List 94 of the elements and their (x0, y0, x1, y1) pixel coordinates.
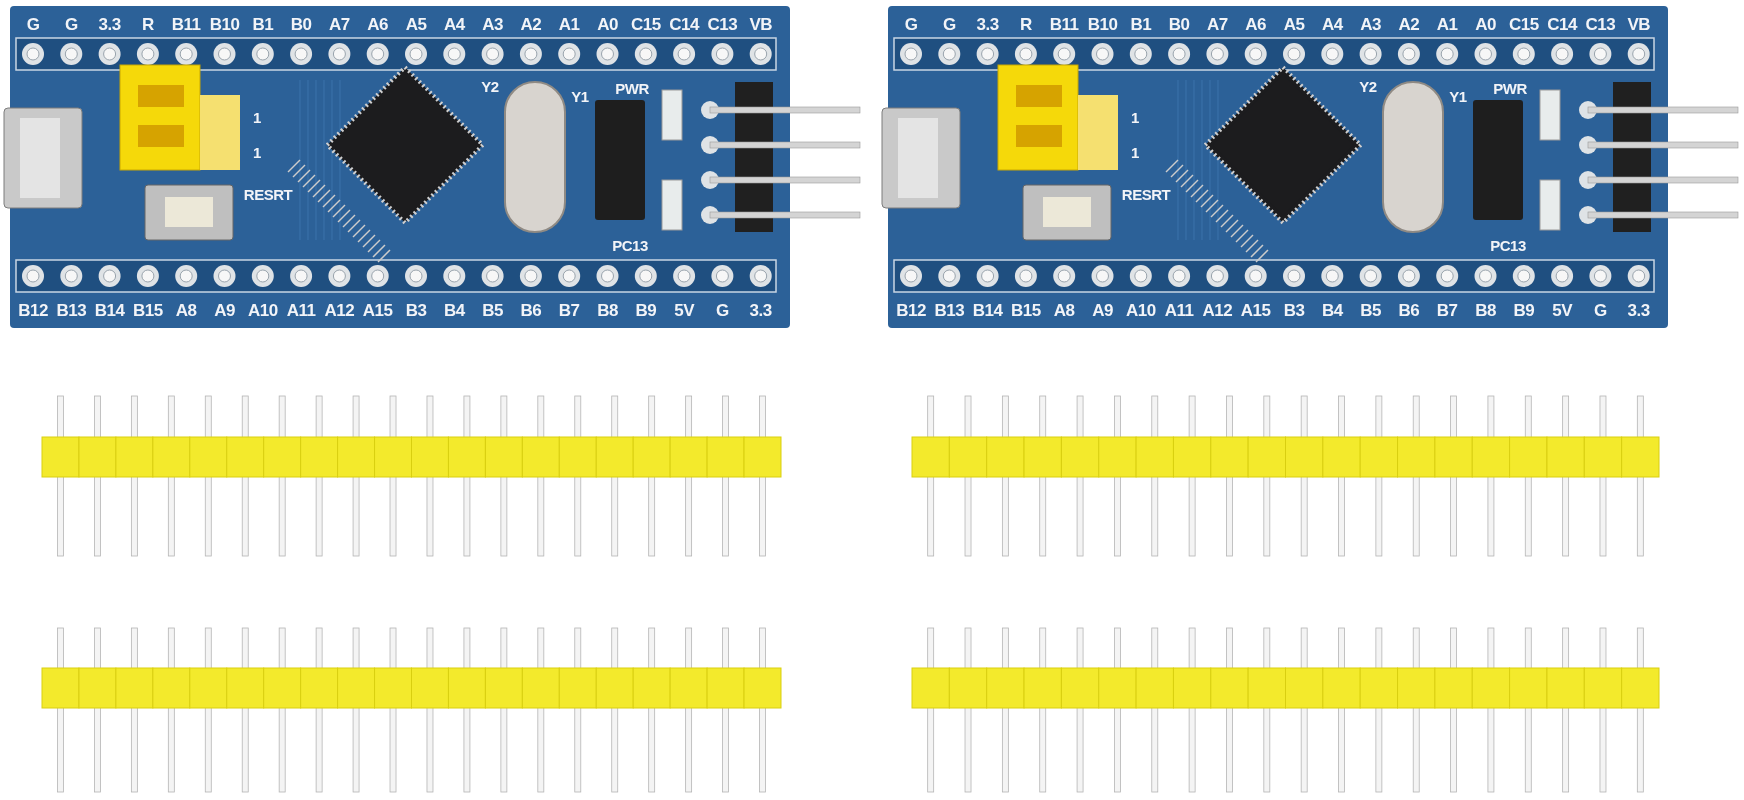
pin-label: A2 (520, 16, 542, 34)
pin-label: B7 (1436, 302, 1458, 320)
pin-label: G (1594, 302, 1607, 320)
pin-label: A15 (362, 302, 393, 320)
pin-label: A6 (367, 16, 389, 34)
pin-label: B5 (482, 302, 503, 320)
silkscreen-label: Y2 (1359, 78, 1377, 96)
pin-label: B13 (56, 302, 87, 320)
pin-label: A9 (1092, 302, 1113, 320)
pin-label: C14 (669, 16, 699, 34)
pin-label: A9 (214, 302, 235, 320)
pin-label: A10 (1125, 302, 1156, 320)
pin-label: B4 (1321, 302, 1343, 320)
pin-label: A1 (558, 16, 580, 34)
pin-label: B6 (1398, 302, 1420, 320)
pin-label: A7 (1207, 16, 1228, 34)
pin-label: C13 (1585, 16, 1616, 34)
pin-label: A5 (405, 16, 427, 34)
pin-label: 5V (1552, 302, 1572, 320)
silkscreen-label: Y2 (481, 78, 499, 96)
pin-label: VB (1627, 16, 1650, 34)
pin-label: C15 (630, 16, 661, 34)
pin-label: B12 (896, 302, 926, 320)
pin-label: B3 (405, 302, 427, 320)
silkscreen-label: Y1 (571, 88, 589, 106)
pin-label: A5 (1283, 16, 1305, 34)
silkscreen-label: Y1 (1449, 88, 1467, 106)
silkscreen-label: PC13 (1490, 237, 1526, 255)
pin-label: A8 (1053, 302, 1075, 320)
pin-label: B5 (1360, 302, 1381, 320)
pin-label: A12 (324, 302, 355, 320)
pin-label: B0 (1168, 16, 1190, 34)
pin-label: B9 (635, 302, 657, 320)
pin-label: G (64, 16, 78, 34)
pin-label: A11 (286, 302, 316, 320)
silkscreen-label: PWR (1493, 80, 1527, 98)
pin-label: R (142, 16, 154, 34)
silkscreen-label: PWR (615, 80, 649, 98)
pin-label: B6 (520, 302, 542, 320)
pin-label: B14 (94, 302, 125, 320)
pin-label: A6 (1245, 16, 1267, 34)
pin-label: B10 (1087, 16, 1118, 34)
pin-label: A10 (247, 302, 278, 320)
pin-label: A0 (1475, 16, 1496, 34)
pin-label: VB (749, 16, 772, 34)
pin-label: A3 (482, 16, 503, 34)
pin-label: B13 (934, 302, 965, 320)
pin-label: A11 (1164, 302, 1194, 320)
pin-label: A3 (1360, 16, 1381, 34)
pin-label: A7 (329, 16, 350, 34)
pin-label: C13 (707, 16, 738, 34)
pin-label: B9 (1513, 302, 1535, 320)
pin-label: 3.3 (1627, 302, 1650, 320)
pin-label: G (942, 16, 956, 34)
pin-label: A15 (1240, 302, 1271, 320)
pin-label: B8 (1475, 302, 1496, 320)
pin-label: B11 (1049, 16, 1079, 34)
pin-label: B15 (133, 302, 163, 320)
pin-label: R (1020, 16, 1032, 34)
pin-label: A8 (175, 302, 197, 320)
pin-label: B1 (1130, 16, 1152, 34)
pin-label: G (716, 302, 729, 320)
pin-label: B0 (290, 16, 312, 34)
pin-label: G (26, 16, 40, 34)
silkscreen-label: 1 (253, 144, 261, 162)
pin-label: B14 (972, 302, 1003, 320)
pin-label: B12 (18, 302, 48, 320)
pin-label: B15 (1011, 302, 1041, 320)
silkscreen-label: PC13 (612, 237, 648, 255)
pin-label: A1 (1436, 16, 1458, 34)
silkscreen-label: 1 (1131, 109, 1139, 127)
pin-label: A2 (1398, 16, 1420, 34)
pin-label: A12 (1202, 302, 1233, 320)
pin-label: G (904, 16, 918, 34)
silkscreen-label: RESRT (1121, 186, 1171, 204)
pin-label: A4 (443, 16, 465, 34)
silkscreen-label: 1 (253, 109, 261, 127)
pin-label: B4 (443, 302, 465, 320)
pin-label: 3.3 (976, 16, 999, 34)
pin-label: A4 (1321, 16, 1343, 34)
pin-label: B3 (1283, 302, 1305, 320)
pin-label: B11 (171, 16, 201, 34)
pin-label: B8 (597, 302, 618, 320)
pin-label: 3.3 (98, 16, 121, 34)
pin-label: 3.3 (749, 302, 772, 320)
pin-label: B7 (558, 302, 580, 320)
pin-label: C15 (1508, 16, 1539, 34)
pin-label: 5V (674, 302, 694, 320)
silkscreen-label: 1 (1131, 144, 1139, 162)
pin-label: C14 (1547, 16, 1577, 34)
pin-label: B1 (252, 16, 274, 34)
silkscreen-label: RESRT (243, 186, 293, 204)
pin-label: B10 (209, 16, 240, 34)
pin-label: A0 (597, 16, 618, 34)
